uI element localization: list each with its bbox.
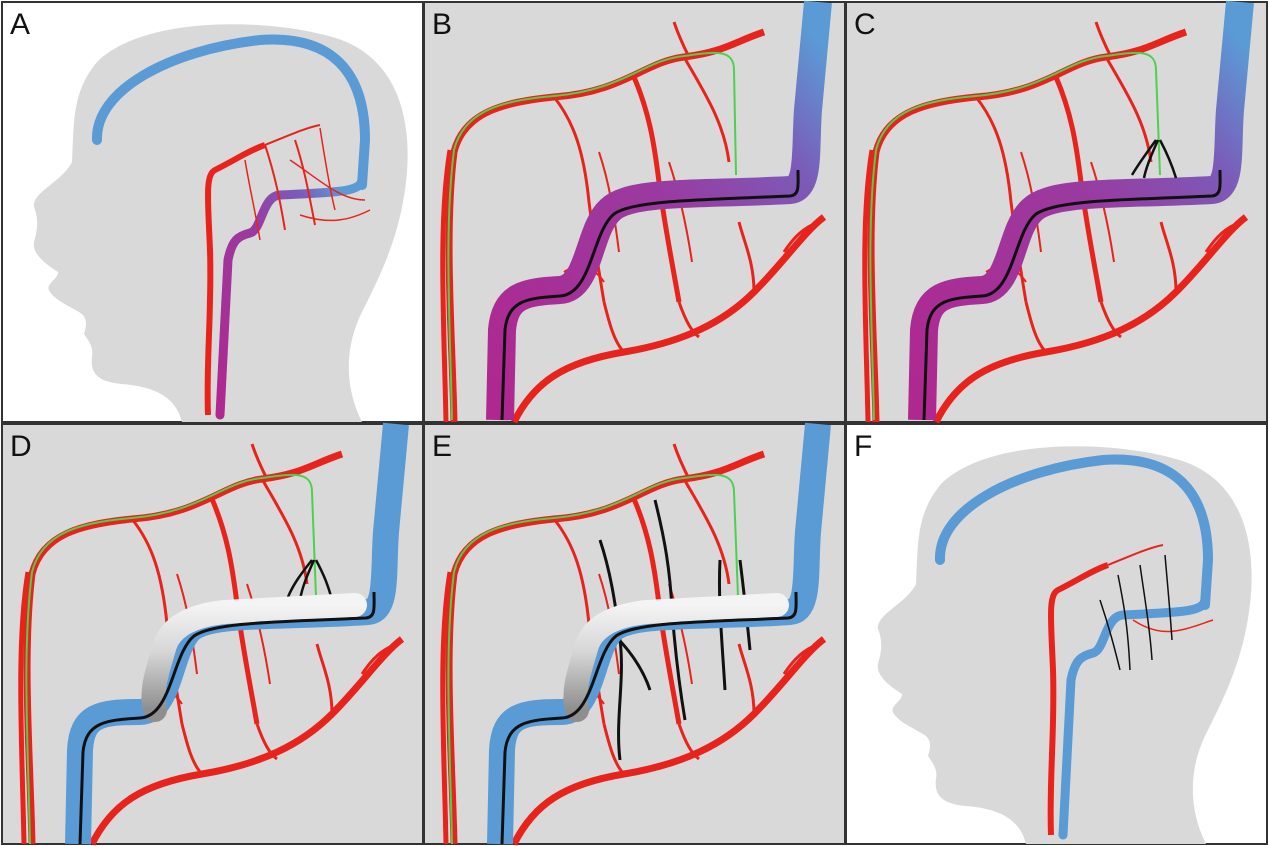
guidewire (869, 51, 1161, 421)
draining-vein (215, 175, 367, 420)
panel-f: F (845, 423, 1268, 845)
microcatheter (922, 169, 1222, 421)
panel-label: B (432, 8, 452, 41)
draining-vein (908, 0, 1254, 421)
panel-c: C (845, 0, 1268, 422)
guidewire (447, 51, 737, 421)
panel-e: E (423, 422, 846, 845)
microcatheter (78, 591, 376, 845)
panel-label: E (432, 430, 452, 463)
panel-label: C (854, 8, 876, 41)
draining-vein-normalized (1058, 595, 1210, 840)
microcatheter (500, 591, 798, 845)
balloon-catheter-icon (141, 593, 367, 722)
microcatheter (500, 169, 800, 421)
superior-sagittal-sinus (934, 454, 1214, 610)
embolized-branches (1130, 139, 1178, 179)
embolized-network (1099, 554, 1173, 671)
panel-label: F (854, 430, 872, 463)
panel-d: D (1, 422, 424, 845)
guidewire (25, 473, 317, 845)
panel-label: A (10, 8, 30, 41)
panel-a: A (1, 1, 424, 423)
artery-tree (1047, 544, 1214, 836)
guidewire (447, 473, 739, 845)
balloon-catheter-icon (563, 593, 789, 722)
panel-b: B (423, 0, 846, 422)
superior-sagittal-sinus (91, 34, 371, 190)
artery-tree (204, 124, 371, 416)
panel-label: D (10, 430, 32, 463)
draining-vein (486, 0, 832, 421)
